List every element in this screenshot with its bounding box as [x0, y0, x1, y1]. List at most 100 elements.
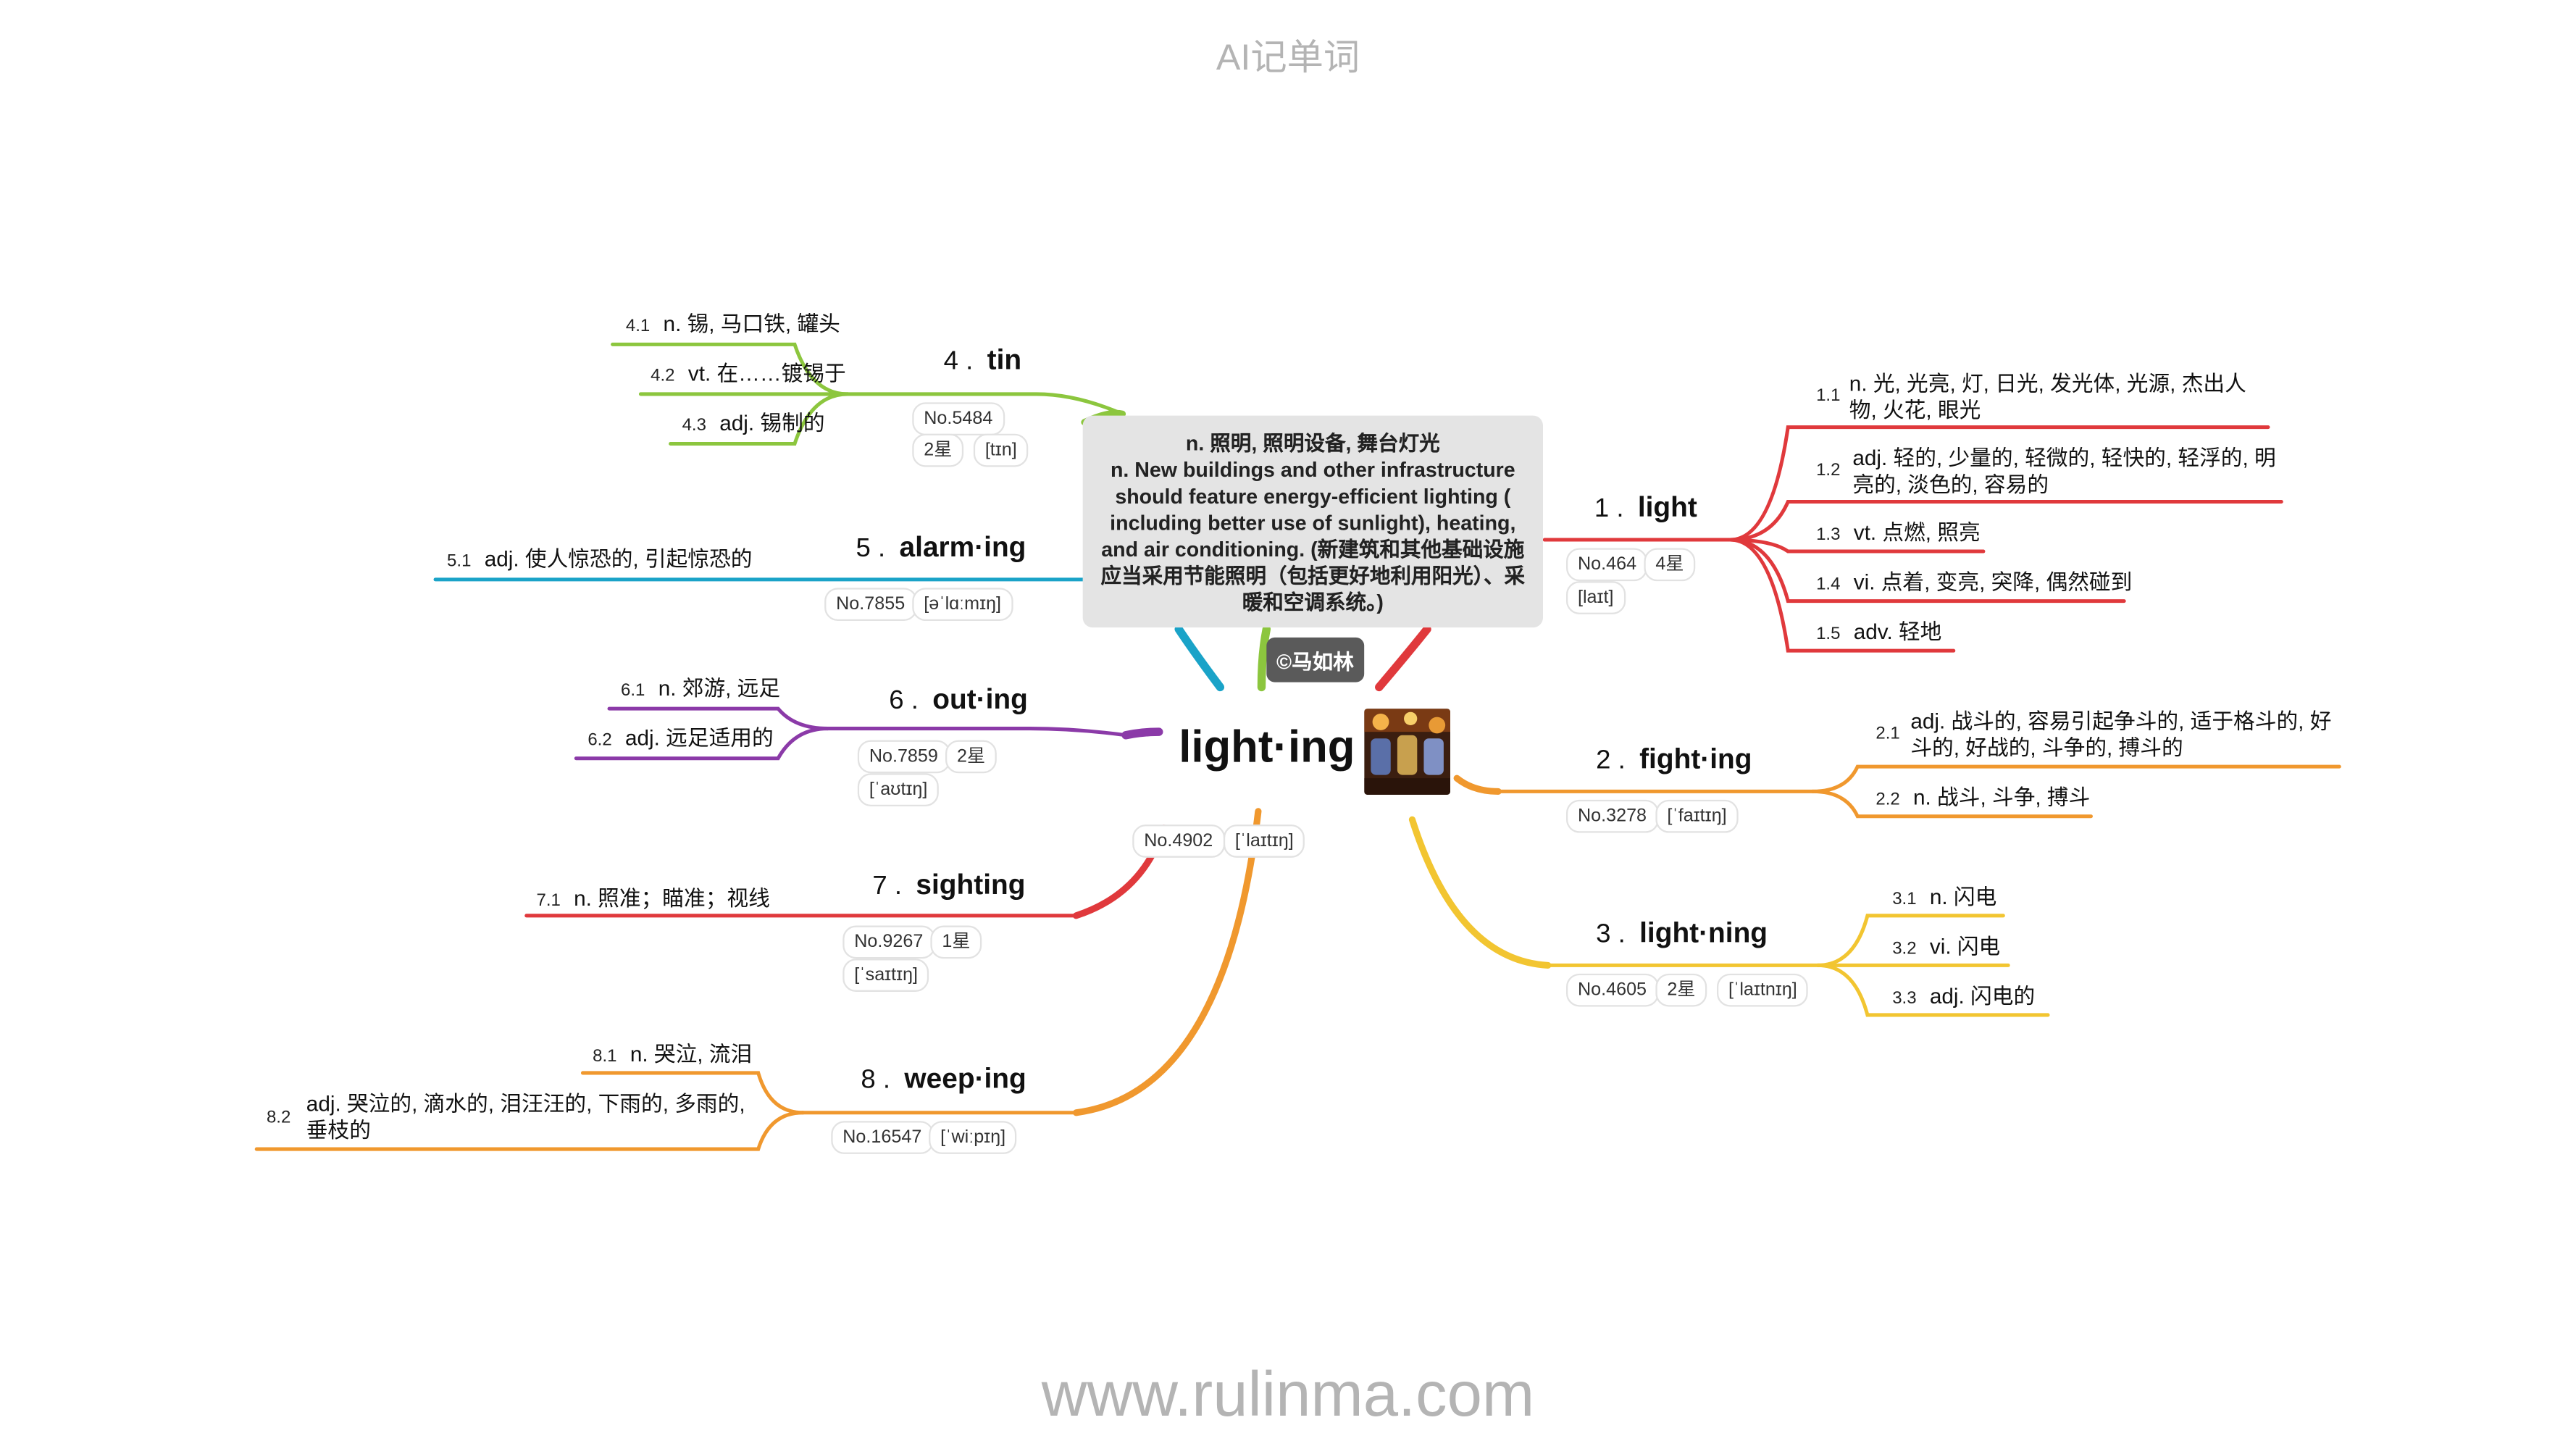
branch-4-heading[interactable]: 4 . tin	[944, 344, 1021, 377]
sense-number: 4.1	[625, 316, 651, 336]
branch-1-number-chip: No.464	[1565, 548, 1649, 582]
sense-number: 6.1	[621, 680, 645, 701]
branch-number: 3 .	[1596, 920, 1626, 949]
branch-7-number-chip: No.9267	[842, 925, 935, 959]
sense-3-3[interactable]: 3.3 adj. 闪电的	[1892, 984, 2035, 1012]
sense-1-2[interactable]: 1.2 adj. 轻的, 少量的, 轻微的, 轻快的, 轻浮的, 明亮的, 淡色…	[1816, 446, 2280, 498]
sense-4-1[interactable]: 4.1 n. 锡, 马口铁, 罐头	[626, 312, 840, 340]
sense-8-2[interactable]: 8.2 adj. 哭泣的, 滴水的, 泪汪汪的, 下雨的, 多雨的, 垂枝的	[267, 1091, 755, 1144]
sense-number: 3.2	[1892, 938, 1917, 959]
sense-1-1[interactable]: 1.1 n. 光, 光亮, 灯, 日光, 发光体, 光源, 杰出人物, 火花, …	[1816, 371, 2271, 424]
sense-7-1[interactable]: 7.1 n. 照准；瞄准；视线	[536, 886, 769, 914]
sense-text: adj. 远足适用的	[624, 725, 774, 751]
branch-number: 1 .	[1594, 495, 1624, 524]
sense-number: 8.2	[266, 1107, 291, 1128]
copyright-badge: ©马如林	[1266, 637, 1364, 682]
sense-number: 8.1	[593, 1046, 617, 1066]
sense-number: 3.3	[1892, 988, 1917, 1009]
branch-number: 6 .	[889, 687, 919, 716]
sense-text: adv. 轻地	[1853, 619, 1942, 645]
branch-6-heading[interactable]: 6 . out·ing	[889, 684, 1028, 717]
center-number-chip: No.4902	[1132, 824, 1225, 858]
center-word[interactable]: light·ing	[1179, 722, 1355, 772]
branch-7-ipa-chip: [ˈsaɪtɪŋ]	[842, 959, 930, 992]
sense-number: 3.1	[1892, 889, 1917, 909]
branch-word: light	[1637, 491, 1697, 524]
branch-6-rating-chip: 2星	[945, 740, 998, 774]
sense-text: adj. 轻的, 少量的, 轻微的, 轻快的, 轻浮的, 明亮的, 淡色的, 容…	[1852, 445, 2276, 497]
branch-3-heading[interactable]: 3 . light·ning	[1596, 917, 1768, 951]
branch-4-number-chip: No.5484	[912, 402, 1005, 436]
sense-text: n. 照准；瞄准；视线	[574, 885, 770, 911]
sense-8-1[interactable]: 8.1 n. 哭泣, 流泪	[593, 1042, 752, 1070]
popup-example: n. New buildings and other infrastructur…	[1100, 459, 1526, 614]
sense-number: 7.1	[536, 890, 561, 911]
sense-number: 1.4	[1816, 575, 1841, 595]
sense-text: adj. 战斗的, 容易引起争斗的, 适于格斗的, 好斗的, 好战的, 斗争的,…	[1910, 709, 2332, 760]
popup-definition: n. 照明, 照明设备, 舞台灯光	[1185, 432, 1440, 456]
sense-text: vi. 闪电	[1929, 933, 2001, 959]
sense-text: n. 战斗, 斗争, 搏斗	[1913, 785, 2091, 810]
sense-text: n. 闪电	[1929, 884, 1997, 909]
sense-number: 6.2	[587, 730, 612, 751]
branch-8-ipa-chip: [ˈwiːpɪŋ]	[929, 1121, 1018, 1154]
branch-word: weep·ing	[904, 1063, 1026, 1095]
sense-text: adj. 锡制的	[719, 410, 825, 436]
sense-2-2[interactable]: 2.2 n. 战斗, 斗争, 搏斗	[1875, 785, 2090, 813]
sense-number: 1.5	[1816, 624, 1841, 645]
branch-number: 4 .	[943, 347, 974, 376]
sense-6-2[interactable]: 6.2 adj. 远足适用的	[587, 725, 773, 753]
sense-3-1[interactable]: 3.1 n. 闪电	[1892, 884, 1996, 912]
branch-number: 8 .	[861, 1066, 891, 1095]
branch-2-number-chip: No.3278	[1565, 799, 1659, 833]
branch-word: tin	[987, 344, 1022, 376]
center-ipa-chip: [ˈlaɪtɪŋ]	[1223, 824, 1305, 858]
sense-1-5[interactable]: 1.5 adv. 轻地	[1816, 619, 1941, 648]
branch-number: 5 .	[856, 535, 886, 564]
sense-1-4[interactable]: 1.4 vi. 点着, 变亮, 突降, 偶然碰到	[1816, 569, 2132, 598]
sense-text: adj. 哭泣的, 滴水的, 泪汪汪的, 下雨的, 多雨的, 垂枝的	[306, 1091, 745, 1143]
sense-number: 4.2	[651, 366, 675, 386]
sense-text: adj. 使人惊恐的, 引起惊恐的	[484, 546, 753, 572]
branch-2-heading[interactable]: 2 . fight·ing	[1596, 743, 1752, 777]
branch-5-heading[interactable]: 5 . alarm·ing	[856, 532, 1026, 565]
sense-number: 5.1	[447, 551, 472, 572]
app-title: AI记单词	[1216, 36, 1360, 78]
definition-popup: n. 照明, 照明设备, 舞台灯光 n. New buildings and o…	[1082, 415, 1543, 628]
website-url[interactable]: www.rulinma.com	[1041, 1361, 1535, 1431]
sense-3-2[interactable]: 3.2 vi. 闪电	[1892, 934, 2000, 962]
branch-3-ipa-chip: [ˈlaɪtnɪŋ]	[1716, 973, 1809, 1007]
sense-number: 2.1	[1875, 723, 1900, 744]
sense-text: n. 哭泣, 流泪	[630, 1041, 753, 1066]
word-image	[1364, 709, 1451, 795]
branch-7-heading[interactable]: 7 . sighting	[872, 869, 1025, 903]
branch-1-ipa-chip: [laɪt]	[1565, 581, 1626, 614]
sense-text: n. 锡, 马口铁, 罐头	[663, 311, 840, 336]
branch-5-number-chip: No.7855	[824, 588, 917, 622]
branch-8-number-chip: No.16547	[831, 1121, 934, 1154]
sense-text: adj. 闪电的	[1929, 983, 2036, 1009]
branch-number: 2 .	[1596, 746, 1626, 775]
sense-5-1[interactable]: 5.1 adj. 使人惊恐的, 引起惊恐的	[447, 546, 752, 575]
branch-4-ipa-chip: [tɪn]	[973, 433, 1029, 467]
sense-text: vt. 点燃, 照亮	[1853, 519, 1981, 545]
sense-2-1[interactable]: 2.1 adj. 战斗的, 容易引起争斗的, 适于格斗的, 好斗的, 好战的, …	[1875, 709, 2339, 761]
sense-text: vi. 点着, 变亮, 突降, 偶然碰到	[1853, 569, 2133, 595]
copyright-badge-pointer	[1302, 670, 1323, 682]
branch-1-heading[interactable]: 1 . light	[1594, 492, 1697, 525]
branch-word: out·ing	[932, 683, 1028, 716]
sense-number: 1.1	[1816, 385, 1841, 406]
branch-1-rating-chip: 4星	[1644, 548, 1696, 582]
branch-word: alarm·ing	[899, 531, 1026, 564]
branch-5-ipa-chip: [əˈlɑːmɪŋ]	[912, 588, 1013, 622]
sense-number: 2.2	[1875, 790, 1900, 810]
sense-number: 1.2	[1816, 460, 1841, 480]
sense-text: n. 光, 光亮, 灯, 日光, 发光体, 光源, 杰出人物, 火花, 眼光	[1849, 370, 2246, 422]
branch-word: sighting	[916, 869, 1026, 901]
branch-8-heading[interactable]: 8 . weep·ing	[861, 1063, 1026, 1096]
